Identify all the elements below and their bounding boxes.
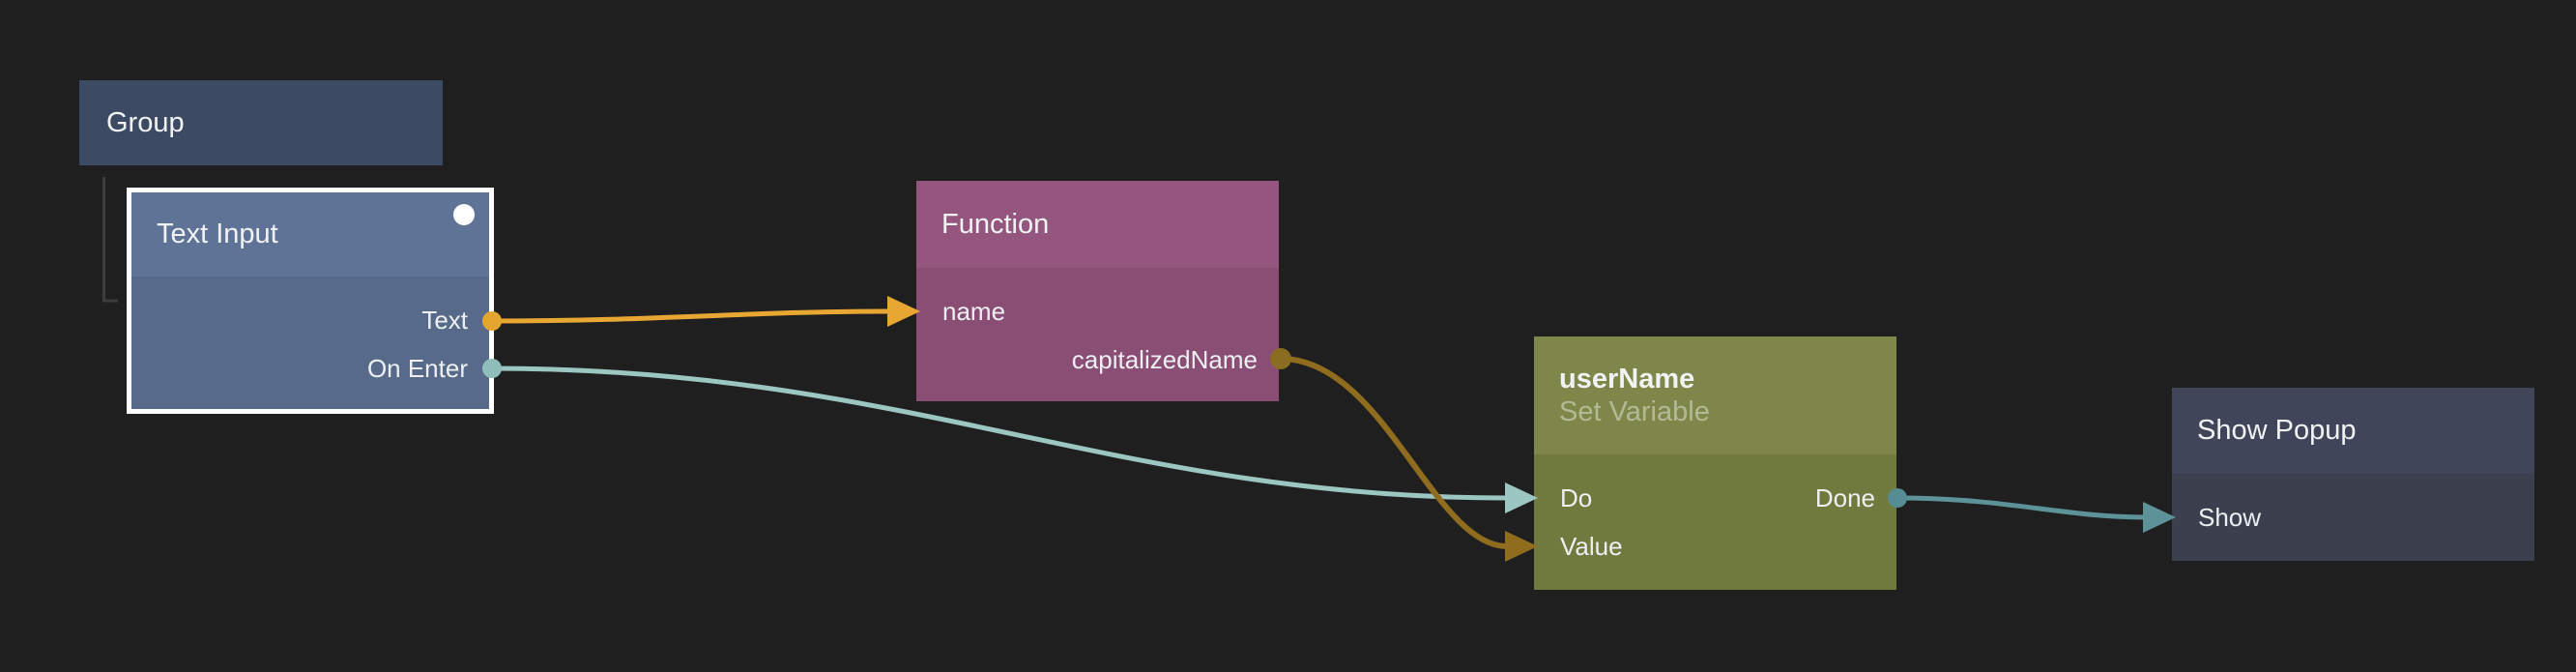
node-text-input-body: Text On Enter [131,277,489,409]
connection-capitalized-name-to-value-curve[interactable] [1280,356,1508,549]
port-do-input-arrow[interactable] [1505,482,1538,513]
port-row-do-done[interactable]: Do Done [1534,474,1896,522]
port-name-label: name [942,296,1006,326]
port-on-enter-label: On Enter [366,353,468,383]
node-function-header: Function [916,181,1279,268]
node-text-input[interactable]: Text Input Text On Enter [127,188,494,414]
port-show-label: Show [2198,502,2262,532]
node-function-body: name capitalizedName [916,268,1279,401]
port-show-input-arrow[interactable] [2143,502,2176,533]
port-name-input-arrow[interactable] [887,296,920,327]
node-show-popup-header: Show Popup [2172,388,2534,474]
connection-text-to-name-curve[interactable] [491,308,890,324]
hierarchy-connector-line [102,177,118,303]
node-text-input-title: Text Input [157,219,278,250]
port-row-show[interactable]: Show [2172,493,2534,541]
port-row-name[interactable]: name [916,287,1279,336]
node-username-subtitle: Set Variable [1559,396,1710,427]
port-capitalized-name-label: capitalizedName [1071,344,1258,374]
port-text-label: Text [421,305,468,335]
port-row-value[interactable]: Value [1534,522,1896,570]
port-row-on-enter[interactable]: On Enter [131,344,489,393]
node-show-popup[interactable]: Show Popup Show [2172,388,2534,561]
node-username-header: userName Set Variable [1534,336,1896,454]
port-value-label: Value [1560,531,1623,561]
port-done-label: Done [1814,482,1875,512]
port-row-text[interactable]: Text [131,296,489,344]
node-username-body: Do Done Value [1534,454,1896,590]
node-group-title: Group [106,106,185,138]
node-group[interactable]: Group [79,80,443,165]
node-username-title: userName [1559,363,1695,394]
connection-done-to-show-curve[interactable] [1896,495,2146,520]
node-show-popup-body: Show [2172,474,2534,561]
port-row-capitalized-name[interactable]: capitalizedName [916,336,1279,384]
connection-done-to-show[interactable] [1888,488,2176,533]
node-function-title: Function [941,208,1050,240]
port-value-input-arrow[interactable] [1505,531,1538,562]
node-text-input-header: Text Input [131,192,489,277]
node-function[interactable]: Function name capitalizedName [916,181,1279,401]
port-do-label: Do [1560,482,1593,512]
visual-indicator-dot [453,204,475,225]
node-show-popup-title: Show Popup [2197,415,2357,447]
connection-capitalized-name-to-value[interactable] [1270,348,1538,562]
node-username-set-variable[interactable]: userName Set Variable Do Done Value [1534,336,1896,590]
connection-text-to-name[interactable] [482,296,920,331]
